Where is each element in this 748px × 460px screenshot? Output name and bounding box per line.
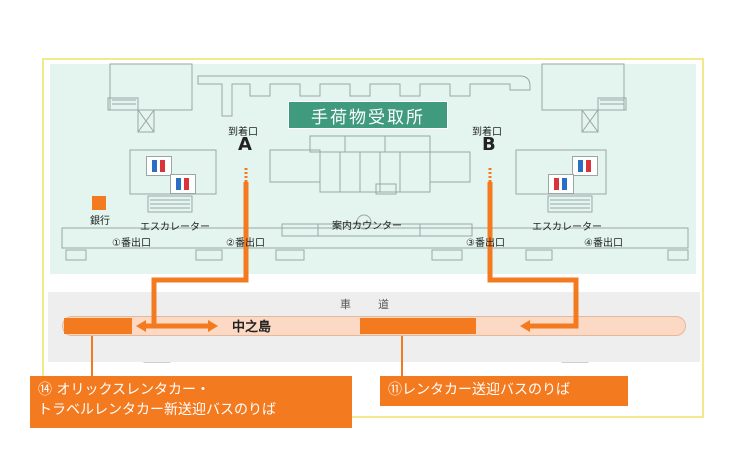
island-label: 中之島 (232, 320, 272, 335)
exit-1-label: ①番出口 (112, 238, 151, 249)
info-counter-label: 案内カウンター (332, 221, 402, 232)
bus-stop-11-marker (360, 318, 476, 334)
gate-b-letter: B (482, 134, 496, 155)
bank-label: 銀行 (90, 216, 110, 227)
exit-2-label: ②番出口 (226, 238, 265, 249)
bus-stop-14-marker (64, 318, 132, 334)
gate-b-label: 到着口 (472, 127, 502, 138)
restroom-icon (146, 156, 172, 176)
exit-4-label: ④番出口 (584, 238, 623, 249)
bus-stop-14-callout: ⑭ オリックスレンタカー・ トラベルレンタカー新送迎バスのりば (30, 376, 352, 428)
road-label: 車 道 (340, 298, 397, 311)
gate-a-label: 到着口 (228, 127, 258, 138)
escalator-label-right: エスカレーター (532, 222, 602, 233)
escalator-label-left: エスカレーター (140, 222, 210, 233)
restroom-icon (548, 174, 574, 194)
restroom-icon (170, 174, 196, 194)
gate-a-letter: A (238, 134, 252, 155)
baggage-claim-title: 手荷物受取所 (288, 101, 448, 129)
callout-14-line2: トラベルレンタカー新送迎バスのりば (38, 402, 276, 418)
arrow-left-icon (136, 320, 146, 332)
arrow-right-icon (208, 320, 218, 332)
restroom-icon (572, 156, 598, 176)
bank-icon (92, 196, 106, 210)
callout-14-line1: ⑭ オリックスレンタカー・ (38, 382, 211, 398)
arrow-left-icon (520, 320, 530, 332)
bus-stop-11-callout: ⑪レンタカー送迎バスのりば (380, 376, 628, 406)
exit-3-label: ③番出口 (466, 238, 505, 249)
